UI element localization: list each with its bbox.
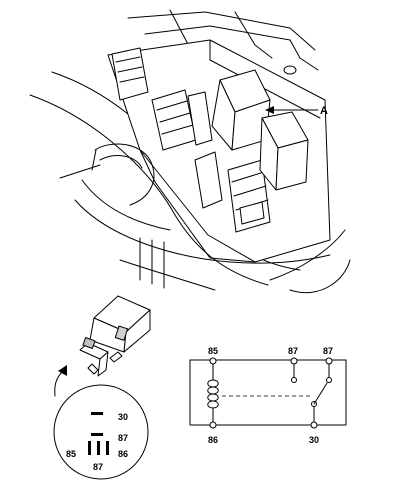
pin-85-blade bbox=[88, 441, 91, 455]
pin-86-blade bbox=[106, 441, 109, 455]
fuse-box-illustration bbox=[29, 9, 351, 294]
terminal-87a bbox=[290, 357, 298, 365]
switch-arm bbox=[313, 382, 328, 405]
terminal-87b bbox=[325, 357, 333, 365]
pin-label-87-bottom: 87 bbox=[93, 462, 103, 472]
relay-schematic: 85 87 87 86 30 bbox=[189, 346, 347, 445]
terminal-85-label: 85 bbox=[208, 346, 218, 356]
terminal-87a-label: 87 bbox=[288, 346, 298, 356]
pinout-view: 30 87 85 86 87 bbox=[53, 384, 149, 480]
terminal-87b-label: 87 bbox=[323, 346, 333, 356]
pin-30-blade bbox=[91, 412, 103, 415]
terminal-85 bbox=[209, 357, 217, 365]
schematic-box bbox=[189, 359, 347, 426]
pin-87b-blade bbox=[97, 441, 100, 455]
terminal-86 bbox=[209, 421, 217, 429]
pin-label-87-side: 87 bbox=[118, 433, 128, 443]
terminal-30-label: 30 bbox=[309, 435, 319, 445]
pin-label-86: 86 bbox=[118, 449, 128, 459]
pin-label-30: 30 bbox=[118, 412, 128, 422]
terminal-30 bbox=[310, 421, 318, 429]
relay-3d-view bbox=[79, 295, 151, 377]
relay-base-outline bbox=[53, 384, 149, 480]
terminal-86-label: 86 bbox=[208, 435, 218, 445]
callout-a: A bbox=[265, 105, 328, 117]
pin-87-blade bbox=[91, 433, 103, 436]
pin-label-85: 85 bbox=[66, 449, 76, 459]
callout-label: A bbox=[320, 105, 328, 117]
view-arrow bbox=[54, 365, 67, 397]
